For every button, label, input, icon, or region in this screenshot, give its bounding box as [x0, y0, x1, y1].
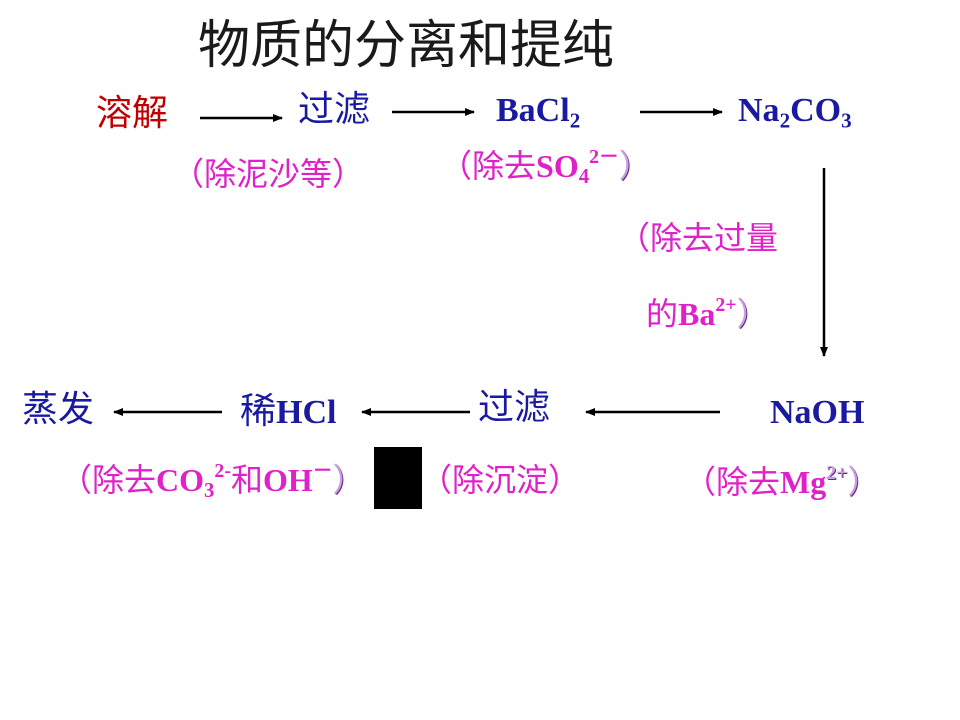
step-evaporate: 蒸发: [22, 389, 95, 430]
note-remove-mud: （除泥沙等）: [172, 155, 365, 193]
step-bacl2: BaCl2: [496, 92, 581, 133]
note-remove-mg: （除去Mg2+）: [684, 462, 880, 501]
note-remove-precipitate: （除沉淀）: [420, 461, 581, 499]
black-overlay-box: [374, 447, 422, 509]
note-remove-co3-oh: （除去CO32-和OH－）: [60, 460, 365, 503]
step-naoh: NaOH: [770, 394, 865, 431]
step-dilute-hcl: 稀HCl: [240, 391, 337, 432]
note-remove-excess-ba-line2: 的Ba2+）: [646, 294, 769, 333]
step-filter-1: 过滤: [298, 89, 371, 130]
step-filter-2: 过滤: [478, 387, 551, 428]
page-title: 物质的分离和提纯: [198, 16, 615, 76]
note-remove-so4: （除去SO42－）: [440, 146, 651, 189]
step-na2co3: Na2CO3: [738, 92, 852, 133]
step-dissolve: 溶解: [96, 93, 169, 134]
note-remove-excess-ba-line1: （除去过量: [618, 219, 779, 257]
